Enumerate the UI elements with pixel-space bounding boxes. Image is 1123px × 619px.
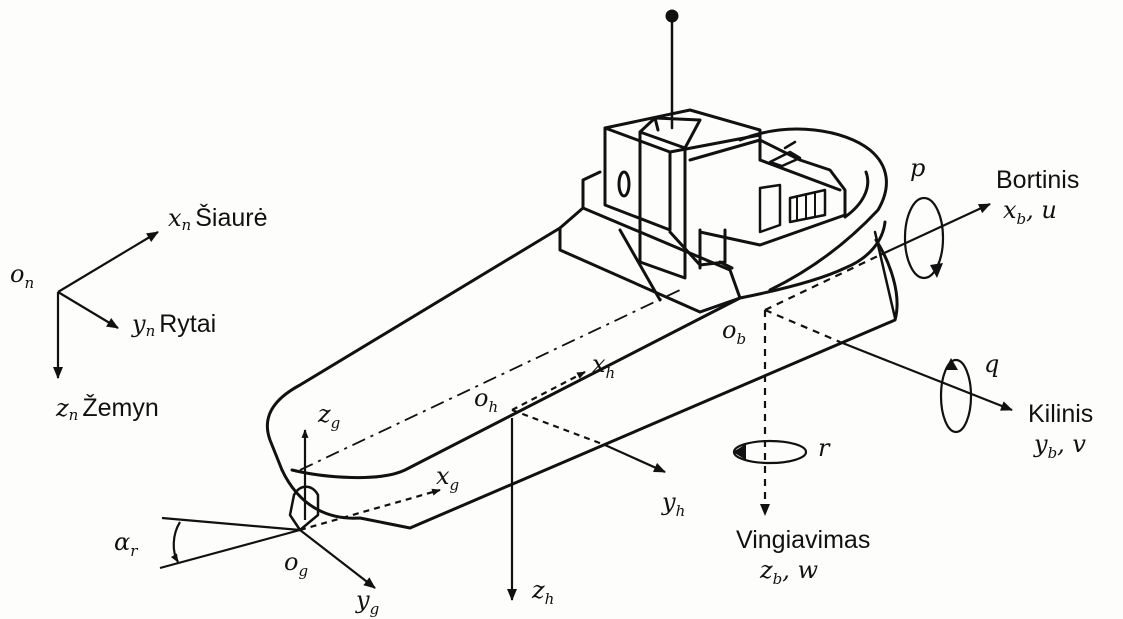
centerline: [299, 289, 681, 471]
body-z-symbol: zb, w: [760, 556, 819, 588]
roll-rotation-arrow: [903, 196, 945, 280]
hull-x-axis: [511, 371, 586, 411]
bridge-block: [688, 138, 847, 247]
body-y-symbol: yb, v: [1034, 430, 1086, 462]
hatch-block: [558, 206, 742, 314]
rudder-ref-line-a: [161, 516, 301, 532]
rudder-origin-label: og: [284, 548, 309, 580]
ned-frame-axes: [53, 231, 159, 379]
north-label: Šiaurė: [195, 204, 268, 232]
hull-frame-axes: [299, 289, 681, 601]
roll-label: p: [910, 154, 926, 182]
side-line: [738, 220, 887, 300]
funnel: [638, 130, 687, 280]
hull-origin-label: oh: [474, 384, 499, 416]
radar: [768, 140, 802, 168]
ship-illustration: [265, 9, 899, 532]
ned-origin-label: on: [10, 260, 35, 292]
body-y-axis: [839, 340, 1013, 412]
hull-x-label: xh: [592, 350, 616, 382]
body-x-axis-dashed: [764, 254, 881, 311]
rudder-z-label: zg: [318, 400, 341, 432]
rudder-x-label: xg: [436, 462, 460, 494]
bow-sheer: [738, 127, 888, 292]
body-frame-axes: [732, 196, 1013, 516]
down-label: Žemyn: [82, 394, 159, 422]
rudder-x-axis: [299, 488, 441, 532]
rudder-y-label: yg: [356, 586, 380, 618]
rudder-frame-axes: [159, 429, 441, 589]
pitch-rotation-arrow: [939, 358, 973, 434]
hull-y-axis: [511, 408, 606, 447]
ned-y-axis: [57, 291, 119, 329]
body-x-axis: [879, 203, 991, 256]
hull-z-label: zh: [532, 576, 555, 608]
deck-left-edge: [265, 226, 562, 472]
yaw-label: r: [818, 434, 830, 462]
rudder-angle-label: αr: [114, 528, 138, 560]
ned-x-axis: [57, 231, 159, 293]
body-y-axis-dashed: [764, 308, 841, 344]
heave-name-label: Vingiavimas: [736, 526, 871, 554]
rudder-angle-arc: [170, 521, 181, 563]
ned-y-label: yn Rytai: [132, 310, 217, 341]
pitch-label: q: [984, 350, 1000, 378]
hull-y-label: yh: [662, 488, 686, 520]
body-origin-label: ob: [722, 316, 747, 348]
sway-name-label: Kilinis: [1028, 400, 1094, 428]
surge-name-label: Bortinis: [996, 166, 1080, 194]
ned-z-label: zn Žemyn: [56, 394, 159, 425]
ned-x-label: xn Šiaurė: [168, 204, 268, 235]
deck-right-edge: [290, 296, 742, 480]
rudder: [288, 485, 320, 532]
east-label: Rytai: [159, 310, 217, 338]
rudder-ref-line-b: [159, 528, 301, 570]
rudder-y-axis: [299, 529, 376, 589]
wheelhouse: [603, 126, 672, 232]
body-x-symbol: xb, u: [1003, 196, 1057, 228]
bow-inner: [843, 170, 870, 219]
hull-keel: [280, 238, 899, 530]
porthole: [617, 170, 631, 198]
